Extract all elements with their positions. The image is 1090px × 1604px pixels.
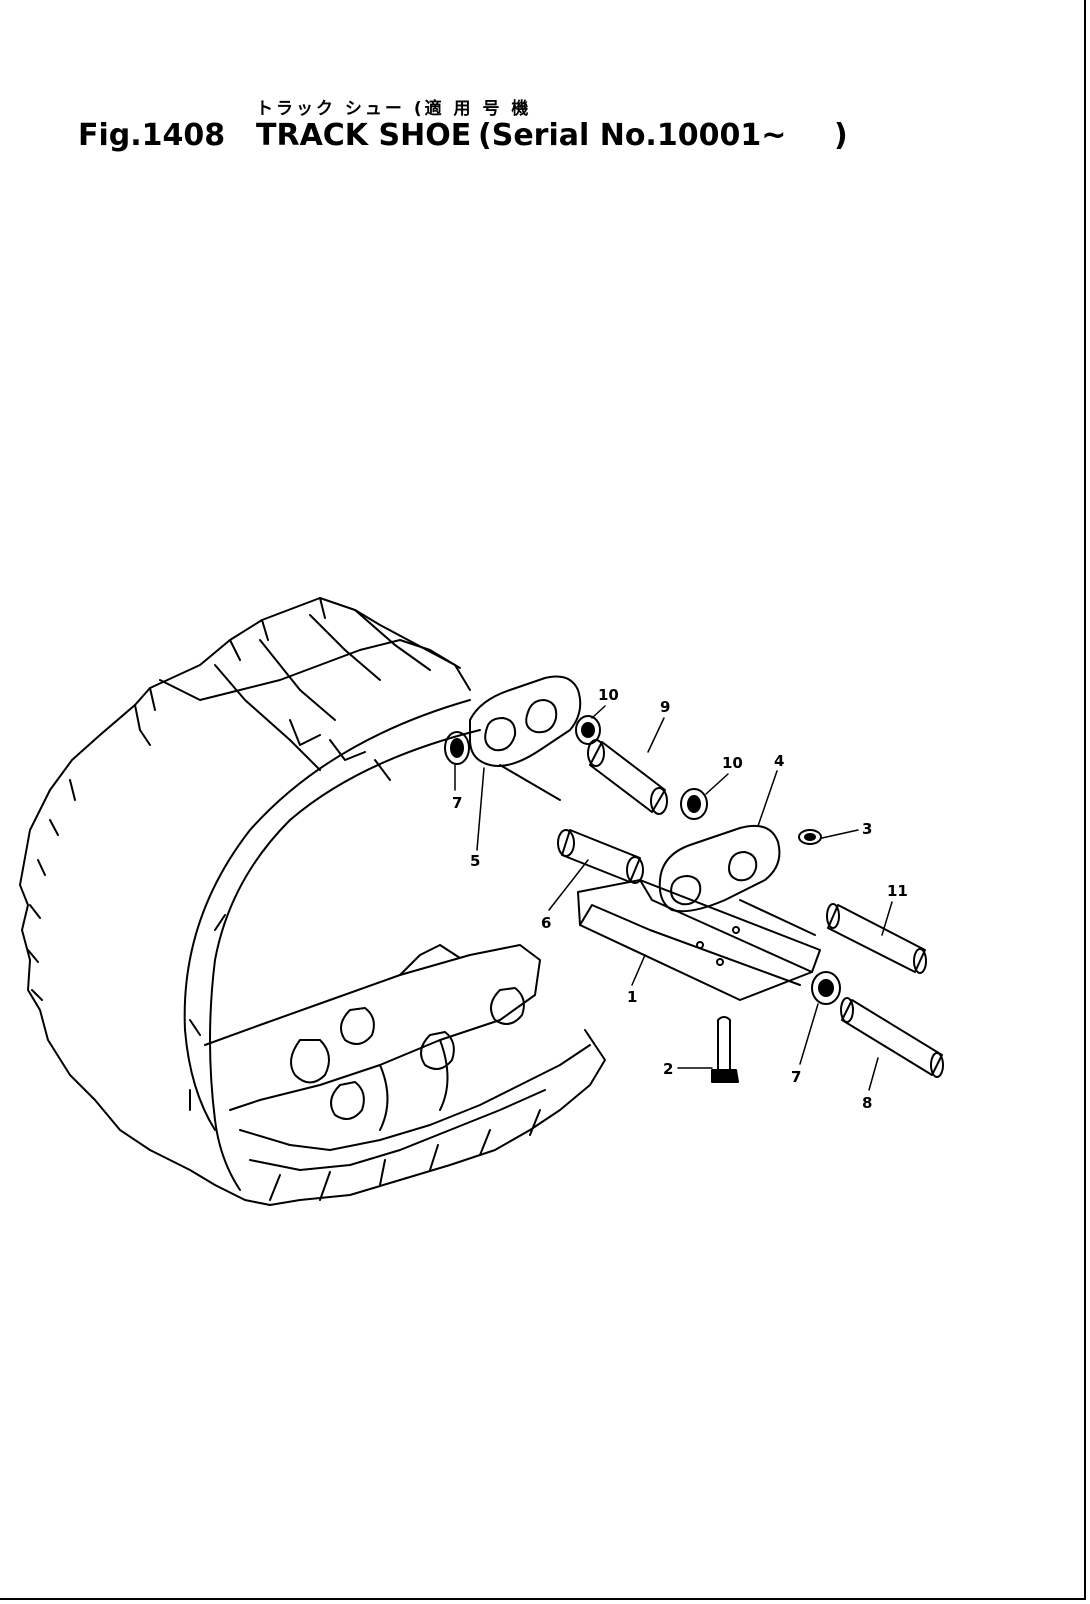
part-11-pin: [826, 903, 927, 974]
callout-4: 4: [774, 752, 784, 770]
part-7-seal-upper: [444, 731, 470, 765]
part-name: TRACK SHOE: [256, 118, 472, 153]
part-5-link: [469, 675, 582, 801]
serial-close-paren: ): [834, 118, 848, 153]
callout-9: 9: [660, 698, 670, 716]
callout-1: 1: [627, 988, 637, 1006]
part-8-pin: [840, 997, 944, 1078]
callout-10-lower: 10: [722, 754, 743, 772]
part-10-spacer-upper: [575, 715, 601, 745]
part-6-bushing: [557, 829, 644, 884]
callout-5: 5: [470, 852, 480, 870]
callout-11: 11: [887, 882, 908, 900]
part-10-spacer-lower: [680, 788, 708, 820]
leader-lines: [454, 705, 893, 1091]
part-9-bushing: [587, 739, 668, 815]
title-block: Fig.1408 TRACK SHOE (Serial No.10001~ ): [78, 118, 848, 293]
callout-6: 6: [541, 914, 551, 932]
title-japanese: トラック シュー (適 用 号 機: [256, 99, 532, 119]
callout-7-upper: 7: [452, 794, 462, 812]
figure-number: Fig.1408: [78, 118, 226, 153]
callout-8: 8: [862, 1094, 872, 1112]
callout-7-lower: 7: [791, 1068, 801, 1086]
part-2-bolt: [711, 1016, 739, 1083]
callout-10-upper: 10: [598, 686, 619, 704]
callout-labels: 7 5 10 9 10 4 3 6 1 2 7 11 8: [452, 686, 908, 1112]
track-assembly: [19, 597, 606, 1206]
part-1-shoe-plate: [577, 879, 821, 1001]
part-7-seal-lower: [811, 971, 841, 1005]
part-3-nut: [798, 829, 822, 845]
callout-2: 2: [663, 1060, 673, 1078]
callout-3: 3: [862, 820, 872, 838]
serial-range: (Serial No.10001~: [478, 118, 787, 153]
